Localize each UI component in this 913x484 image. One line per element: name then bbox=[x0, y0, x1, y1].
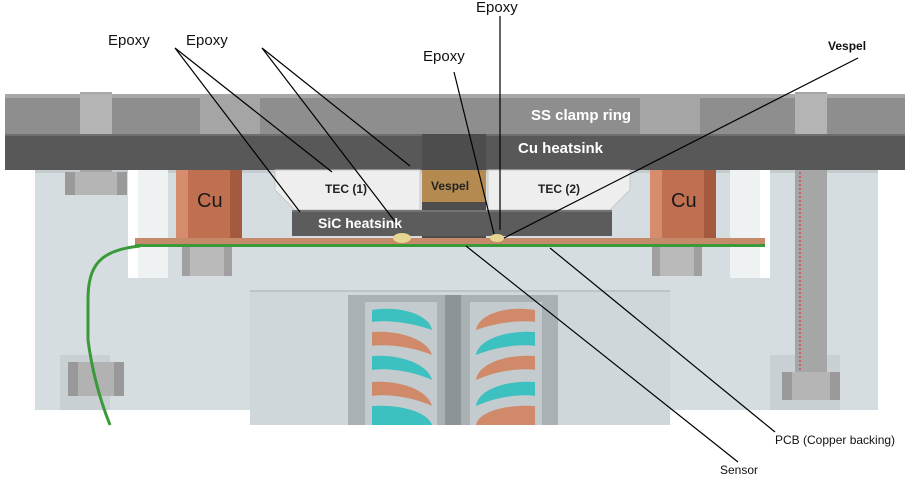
sic-heatsink-plate bbox=[292, 210, 612, 236]
vespel-callout-label: Vespel bbox=[828, 39, 866, 53]
epoxy-label-3: Epoxy bbox=[423, 48, 465, 65]
coil-assembly bbox=[348, 295, 558, 425]
left-post bbox=[128, 170, 168, 278]
sensor-label: Sensor bbox=[720, 463, 758, 477]
cu-right-label: Cu bbox=[671, 190, 697, 212]
vespel-block-label: Vespel bbox=[431, 179, 469, 193]
epoxy-label-1: Epoxy bbox=[108, 32, 150, 49]
pcb-board bbox=[135, 238, 765, 247]
epoxy-label-4: Epoxy bbox=[476, 0, 518, 16]
right-post bbox=[730, 170, 770, 278]
ss-clamp-ring-label: SS clamp ring bbox=[531, 107, 631, 124]
pcb-label: PCB (Copper backing) bbox=[775, 433, 895, 447]
copper-cylinder-right bbox=[650, 170, 716, 240]
cu-left-label: Cu bbox=[197, 190, 223, 212]
epoxy-label-2: Epoxy bbox=[186, 32, 228, 49]
sic-heatsink-label: SiC heatsink bbox=[318, 215, 402, 231]
leader-lines bbox=[174, 16, 859, 463]
copper-cylinder-left bbox=[176, 170, 242, 240]
tec-1-label: TEC (1) bbox=[325, 182, 367, 196]
tec-2-label: TEC (2) bbox=[538, 182, 580, 196]
small-nuts bbox=[182, 246, 702, 276]
green-cable bbox=[86, 244, 141, 426]
tec-2-block bbox=[487, 169, 631, 211]
ss-clamp-ring bbox=[5, 94, 905, 134]
epoxy-dots bbox=[393, 233, 504, 243]
cu-heatsink-label: Cu heatsink bbox=[518, 140, 604, 157]
